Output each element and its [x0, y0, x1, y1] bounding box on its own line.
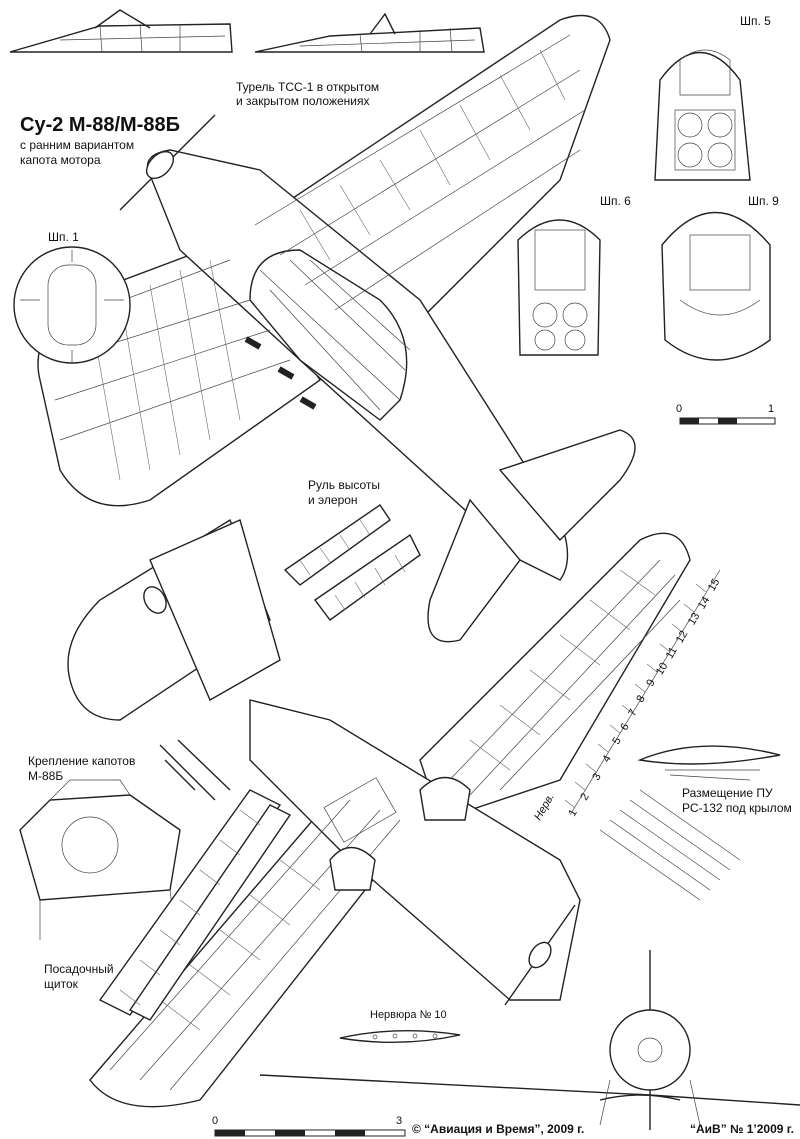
- rib-10-sketch: [339, 1029, 461, 1044]
- landing-flap-pieces: [98, 739, 292, 1021]
- frame-5-label: Шп. 5: [740, 14, 771, 28]
- scale-small-end: 1: [768, 403, 775, 415]
- landing-flap-label: Посадочный щиток: [44, 962, 114, 991]
- turret-label: Турель ТСС-1 в открытом и закрытом полож…: [236, 80, 380, 108]
- front-view: [259, 950, 800, 1130]
- elevator-label: Руль высоты и элерон: [308, 478, 380, 507]
- cowling-mount-label: Крепление капотов М-88Б: [28, 754, 136, 783]
- lower-wing-right: [419, 532, 691, 821]
- frame-6-label: Шп. 6: [600, 194, 631, 208]
- upper-cockpit-glazing: [249, 249, 408, 421]
- scale-bar-large: [214, 1129, 406, 1137]
- copyright-text: © “Авиация и Время”, 2009 г.: [412, 1122, 585, 1136]
- page-title: Су-2 М-88/М-88Б: [20, 114, 180, 136]
- rocket-launcher-sketches: [599, 745, 781, 901]
- turret-closed-sketch: [254, 12, 485, 53]
- frame-1-label: Шп. 1: [48, 230, 79, 244]
- turret-open-sketch: [9, 9, 233, 53]
- rib-station-ticks: [564, 569, 721, 816]
- lower-view-airframe: [67, 518, 691, 1108]
- frame-1-section: [13, 246, 131, 364]
- frame-9-section: [661, 211, 771, 361]
- rib-10-label: Нервюра № 10: [370, 1009, 447, 1021]
- scale-large-start: 0: [212, 1115, 219, 1127]
- issue-text: “АиВ” № 1’2009 г.: [690, 1122, 794, 1136]
- frame-5-section: [654, 49, 751, 181]
- frame-6-section: [517, 219, 601, 356]
- scale-large-end: 3: [396, 1115, 403, 1127]
- elevator-aileron-pieces: [283, 504, 421, 621]
- rocket-launcher-label: Размещение ПУ РС-132 под крылом: [682, 786, 792, 815]
- scale-bar-small: [679, 417, 776, 425]
- scale-small-start: 0: [676, 403, 683, 415]
- cowling-mount-sketch: [19, 779, 181, 940]
- upper-stabilizer-lower: [427, 498, 521, 643]
- frame-9-label: Шп. 9: [748, 194, 779, 208]
- page-subtitle: с ранним вариантом капота мотора: [20, 138, 135, 167]
- lower-fuselage: [249, 699, 581, 1001]
- upper-stabilizer: [498, 429, 636, 542]
